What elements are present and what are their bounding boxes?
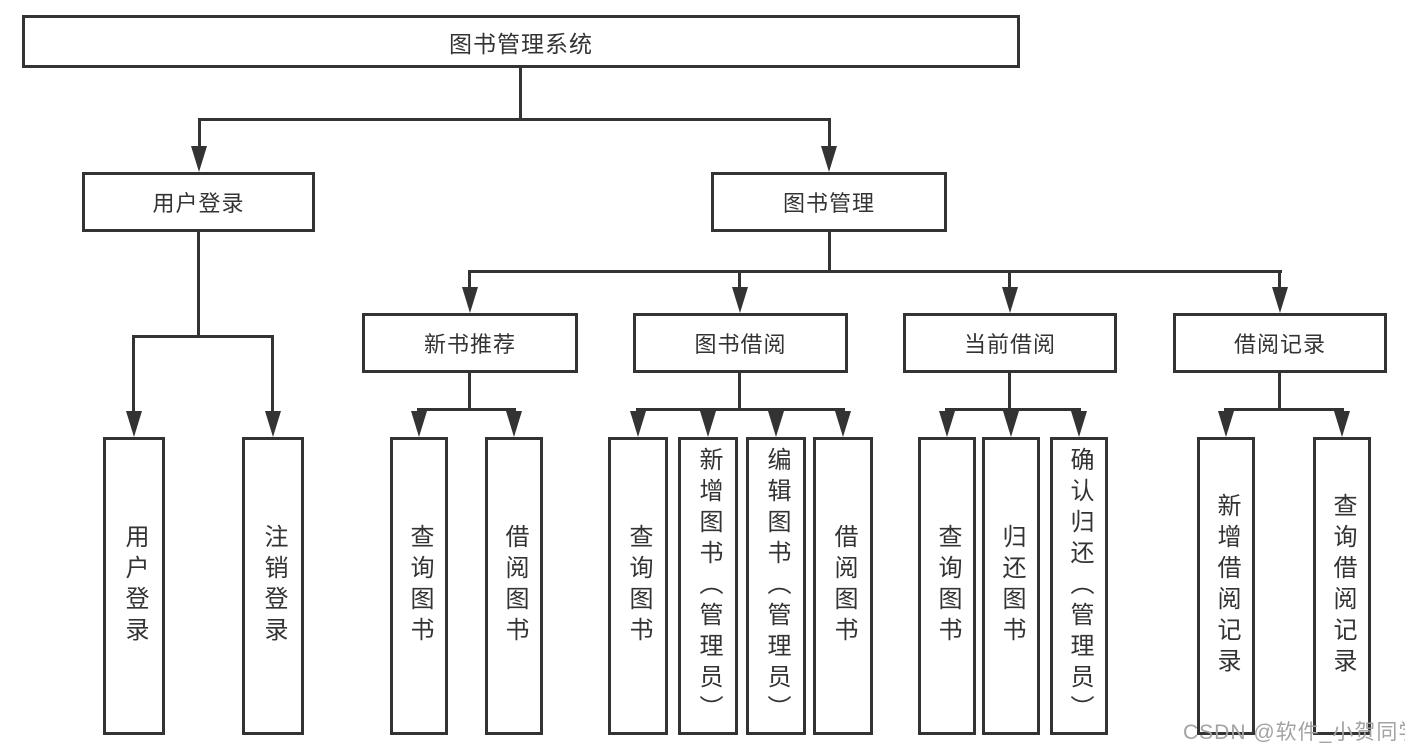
leaf-add-books-admin: 新增图书（管理员） [678,437,738,735]
arrow-down-icon [835,411,851,437]
node-label: 编辑图书（管理员） [763,446,790,726]
leaf-query-books: 查询图书 [390,437,448,735]
connector-line [1278,270,1281,291]
arrow-down-icon [1218,411,1234,437]
connector-line [636,408,845,411]
arrow-down-icon [191,146,207,172]
leaf-borrow-books: 借阅图书 [813,437,873,735]
node-label: 图书管理系统 [449,30,593,57]
node-book-management: 图书管理 [711,172,947,232]
arrow-down-icon [700,411,716,437]
node-label: 借阅记录 [1233,332,1326,357]
connector-line [828,118,831,148]
leaf-return-books: 归还图书 [982,437,1040,735]
connector-line [738,373,741,408]
connector-line [945,408,1081,411]
leaf-borrow-books: 借阅图书 [485,437,543,735]
node-label: 新增图书（管理员） [695,446,722,726]
leaf-edit-books-admin: 编辑图书（管理员） [746,437,806,735]
node-label: 注销登录 [260,524,287,648]
connector-line [1224,408,1344,411]
node-user-login: 用户登录 [82,172,315,232]
connector-line [132,335,135,415]
leaf-confirm-return-admin: 确认归还（管理员） [1050,437,1108,735]
arrow-down-icon [265,411,281,437]
arrow-down-icon [1071,411,1087,437]
node-label: 确认归还（管理员） [1066,446,1093,726]
node-label: 查询借阅记录 [1329,493,1356,679]
node-label: 借阅图书 [830,524,857,648]
leaf-query-borrow-records: 查询借阅记录 [1313,437,1371,735]
arrow-down-icon [1334,411,1350,437]
node-label: 当前借阅 [963,332,1056,357]
arrow-down-icon [768,411,784,437]
node-label: 新增借阅记录 [1213,493,1240,679]
arrow-down-icon [939,411,955,437]
connector-line [271,335,274,415]
node-label: 用户登录 [121,524,148,648]
arrow-down-icon [462,287,478,313]
connector-line [468,270,471,291]
connector-line [828,232,831,270]
node-library-management-system: 图书管理系统 [22,15,1020,68]
connector-line [738,270,741,291]
leaf-logout: 注销登录 [242,437,304,735]
arrow-down-icon [1272,287,1288,313]
arrow-down-icon [1003,411,1019,437]
node-label: 新书推荐 [423,332,516,357]
connector-line [1008,373,1011,408]
arrow-down-icon [732,287,748,313]
node-label: 查询图书 [934,524,961,648]
node-label: 归还图书 [998,524,1025,648]
node-borrowing-records: 借阅记录 [1173,313,1387,373]
connector-line [468,270,1282,273]
node-current-borrowing: 当前借阅 [903,313,1117,373]
connector-line [1278,373,1281,408]
arrow-down-icon [411,411,427,437]
connector-line [198,118,831,121]
leaf-user-login: 用户登录 [103,437,165,735]
node-label: 借阅图书 [501,524,528,648]
arrow-down-icon [630,411,646,437]
connector-line [132,335,274,338]
arrow-down-icon [126,411,142,437]
arrow-down-icon [821,146,837,172]
csdn-watermark: CSDN @软件_小贺同学 [1183,721,1405,744]
node-label: 查询图书 [406,524,433,648]
node-new-book-recommendation: 新书推荐 [362,313,578,373]
connector-line [1008,270,1011,291]
leaf-add-borrow-record: 新增借阅记录 [1197,437,1255,735]
node-label: 图书管理 [782,191,875,216]
node-book-borrowing: 图书借阅 [633,313,848,373]
arrow-down-icon [1002,287,1018,313]
node-label: 查询图书 [625,524,652,648]
connector-line [417,408,516,411]
leaf-query-books: 查询图书 [608,437,668,735]
connector-line [198,118,201,148]
leaf-query-books: 查询图书 [918,437,976,735]
node-label: 图书借阅 [694,332,787,357]
connector-line [519,68,522,120]
node-label: 用户登录 [152,191,245,216]
connector-line [468,373,471,408]
connector-line [197,232,200,335]
arrow-down-icon [506,411,522,437]
